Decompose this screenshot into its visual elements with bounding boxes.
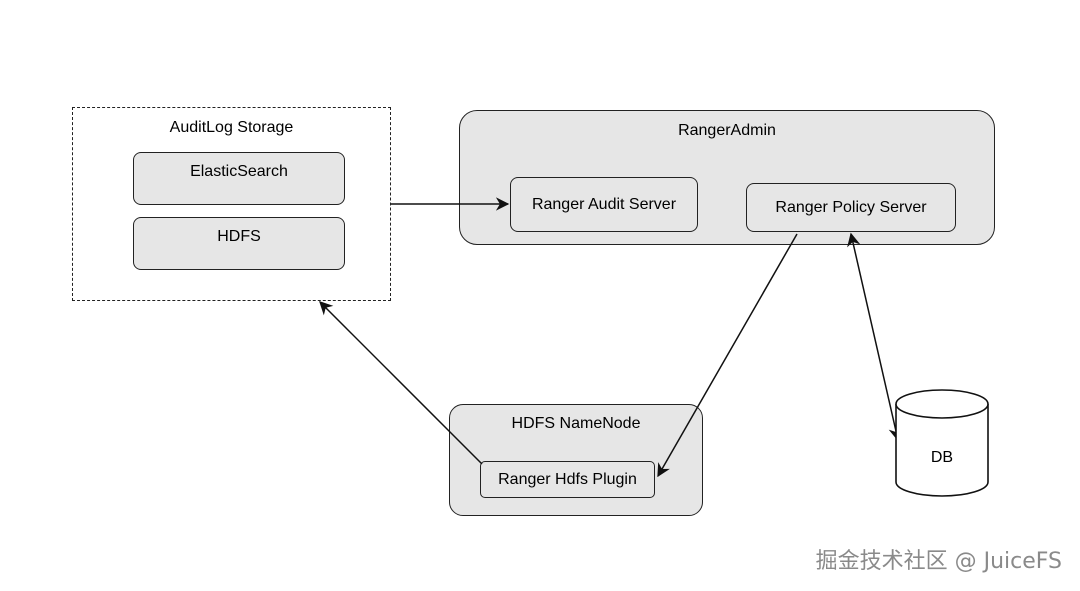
elasticsearch-label: ElasticSearch	[190, 162, 288, 180]
watermark-text: 掘金技术社区 @ JuiceFS	[815, 549, 1062, 574]
ranger-admin-title: RangerAdmin	[678, 122, 776, 139]
ranger-hdfs-plugin-node: Ranger Hdfs Plugin	[480, 461, 655, 498]
hdfs-label: HDFS	[217, 227, 261, 245]
db-cylinder	[895, 389, 989, 497]
hdfs-namenode-title: HDFS NameNode	[511, 415, 641, 432]
hdfs-namenode-group: HDFS NameNode	[449, 404, 703, 516]
ranger-hdfs-plugin-label: Ranger Hdfs Plugin	[498, 470, 637, 488]
ranger-audit-server-node: Ranger Audit Server	[510, 177, 698, 232]
elasticsearch-node: ElasticSearch	[133, 152, 345, 205]
db-label: DB	[930, 449, 954, 466]
ranger-audit-server-label: Ranger Audit Server	[531, 195, 677, 213]
auditlog-storage-title: AuditLog Storage	[169, 119, 294, 136]
ranger-policy-server-node: Ranger Policy Server	[746, 183, 956, 232]
edge-policy-server-db	[847, 232, 902, 442]
hdfs-node: HDFS	[133, 217, 345, 270]
ranger-policy-server-label: Ranger Policy Server	[775, 198, 927, 216]
